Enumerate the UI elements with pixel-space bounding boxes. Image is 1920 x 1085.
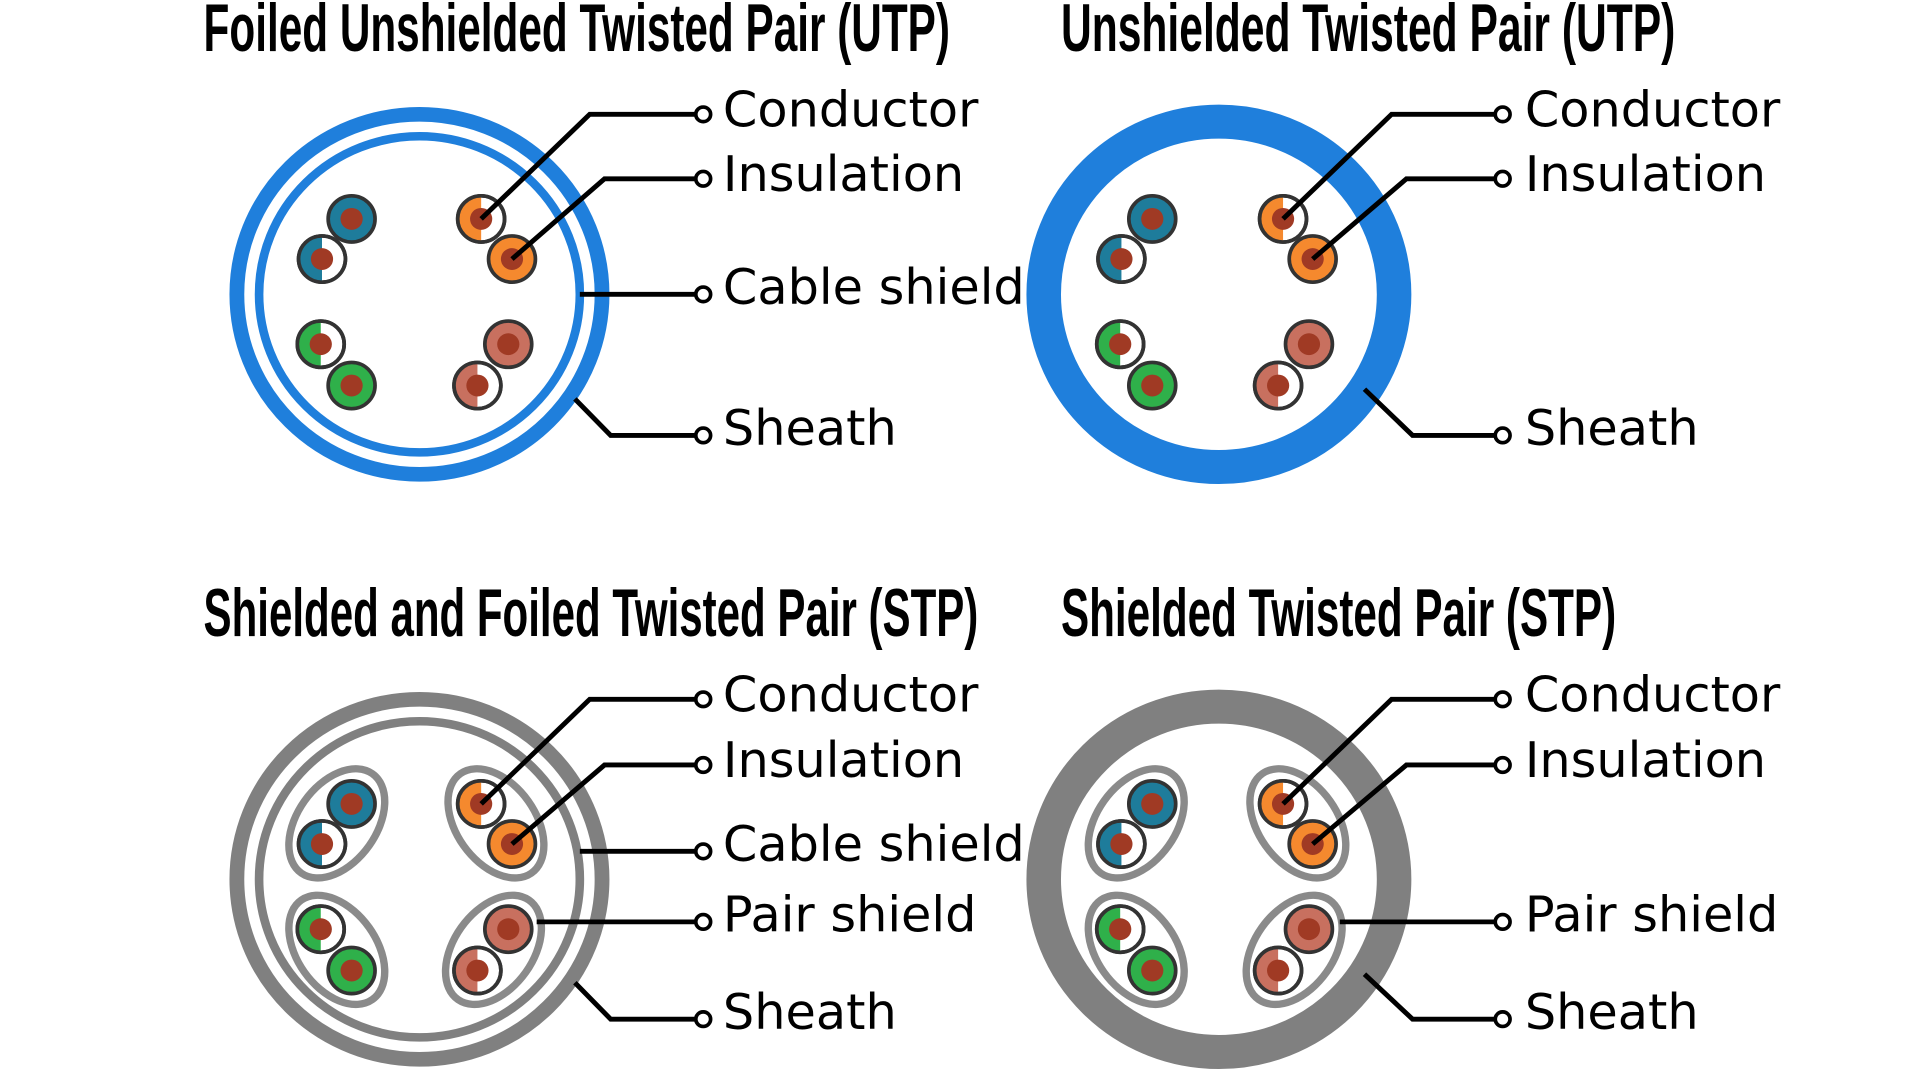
sheath-label: Sheath: [1525, 400, 1699, 457]
sheath-ring: [1026, 104, 1412, 485]
insulation-label: Insulation: [723, 732, 964, 789]
wire-pair-brown: [1252, 319, 1335, 411]
panel-futp: Foiled Unshielded Twisted Pair (UTP): [204, 0, 1025, 482]
sheath-ring: [1026, 689, 1412, 1070]
wire-solid: [1283, 904, 1335, 955]
sheath-label: Sheath: [723, 984, 897, 1041]
panel-title: Shielded and Foiled Twisted Pair (STP): [204, 575, 979, 651]
wire-pair-orange: [1257, 193, 1338, 284]
wire-striped: [1096, 819, 1147, 869]
wire-striped: [1094, 319, 1146, 370]
pair-shield: [285, 765, 389, 882]
callout-sheath: Sheath: [573, 980, 897, 1041]
callout-insulation: Insulation: [1311, 732, 1766, 846]
wire-solid: [1126, 945, 1178, 996]
wire-pair-orange: [455, 193, 538, 284]
callout-conductor: Conductor: [1281, 667, 1781, 806]
panel-utp: Unshielded Twisted Pair (UTP): [1026, 0, 1781, 485]
conductor-label: Conductor: [723, 667, 979, 724]
sheath-ring: [229, 107, 610, 482]
callout-sheath: Sheath: [1362, 387, 1699, 457]
cable-cross-section: [1026, 104, 1412, 485]
wire-striped: [296, 234, 348, 284]
pair-shield: [1246, 765, 1350, 882]
pair-shield: [441, 891, 546, 1009]
cable-shield-ring: [254, 716, 585, 1042]
pair-shield: [285, 891, 389, 1009]
callout-cable-shield: Cable shield: [579, 259, 1025, 316]
wire-solid: [326, 360, 377, 411]
cable-shield-label: Cable shield: [723, 816, 1025, 873]
wire-striped: [452, 945, 503, 996]
conductor-label: Conductor: [723, 82, 979, 139]
panel-title: Shielded Twisted Pair (STP): [1061, 575, 1616, 651]
callout-conductor: Conductor: [479, 82, 979, 221]
panel-sftp: Shielded and Foiled Twisted Pair (STP): [204, 575, 1025, 1067]
wire-pair-brown: [452, 319, 534, 411]
pair-shield: [1084, 891, 1188, 1009]
wire-solid: [326, 778, 377, 829]
wire-pair-blue: [285, 765, 389, 882]
wire-striped: [1252, 945, 1304, 996]
wire-solid: [1126, 360, 1178, 411]
pair-shield-label: Pair shield: [723, 887, 976, 944]
wire-striped: [452, 360, 503, 411]
wire-solid: [482, 319, 534, 370]
wire-solid: [1283, 319, 1335, 370]
wire-solid: [1126, 778, 1178, 829]
pair-shield-label: Pair shield: [1525, 887, 1778, 944]
wire-solid: [482, 904, 534, 955]
cable-shield-label: Cable shield: [723, 259, 1025, 316]
callout-cable-shield: Cable shield: [579, 816, 1025, 873]
sheath-label: Sheath: [723, 400, 897, 457]
insulation-label: Insulation: [723, 146, 964, 203]
callout-insulation: Insulation: [1311, 146, 1766, 261]
sheath-label: Sheath: [1525, 984, 1699, 1041]
wire-striped: [296, 819, 348, 869]
pair-shield: [444, 765, 548, 882]
wire-pair-green: [1094, 319, 1178, 411]
callout-conductor: Conductor: [1281, 82, 1781, 221]
wire-pair-green: [295, 319, 377, 411]
cable-cross-section: [229, 692, 610, 1067]
panel-title: Foiled Unshielded Twisted Pair (UTP): [204, 0, 950, 66]
wire-pair-green: [285, 891, 389, 1009]
wire-striped: [1096, 234, 1147, 284]
callout-sheath: Sheath: [573, 397, 897, 457]
cable-cross-section: [229, 107, 610, 482]
callout-pair-shield: Pair shield: [536, 887, 976, 944]
wire-pair-blue: [1084, 765, 1188, 882]
wire-pair-blue: [1096, 193, 1178, 284]
conductor-label: Conductor: [1525, 82, 1781, 139]
panel-stp: Shielded Twisted Pair (STP): [1026, 575, 1781, 1070]
pair-shield: [1242, 891, 1346, 1009]
pair-shield: [1084, 765, 1188, 882]
panel-title: Unshielded Twisted Pair (UTP): [1061, 0, 1675, 66]
cable-shield-ring: [254, 131, 585, 457]
wire-striped: [1094, 904, 1146, 955]
wire-pair-brown: [1242, 891, 1346, 1009]
wire-pair-green: [1084, 891, 1188, 1009]
wire-solid: [326, 945, 377, 996]
callout-insulation: Insulation: [510, 146, 964, 261]
conductor-label: Conductor: [1525, 667, 1781, 724]
callout-conductor: Conductor: [479, 667, 979, 806]
sheath-ring: [229, 692, 610, 1067]
callout-insulation: Insulation: [510, 732, 964, 846]
insulation-label: Insulation: [1525, 732, 1766, 789]
cable-cross-section: [1026, 689, 1412, 1070]
wire-solid: [326, 193, 377, 244]
wire-pair-brown: [441, 891, 546, 1009]
callout-sheath: Sheath: [1362, 972, 1699, 1041]
wire-pair-blue: [296, 193, 377, 284]
wire-striped: [295, 904, 347, 955]
wire-striped: [1252, 360, 1304, 411]
insulation-label: Insulation: [1525, 146, 1766, 203]
wire-striped: [295, 319, 347, 370]
callout-pair-shield: Pair shield: [1339, 887, 1778, 944]
wire-solid: [1126, 193, 1178, 244]
